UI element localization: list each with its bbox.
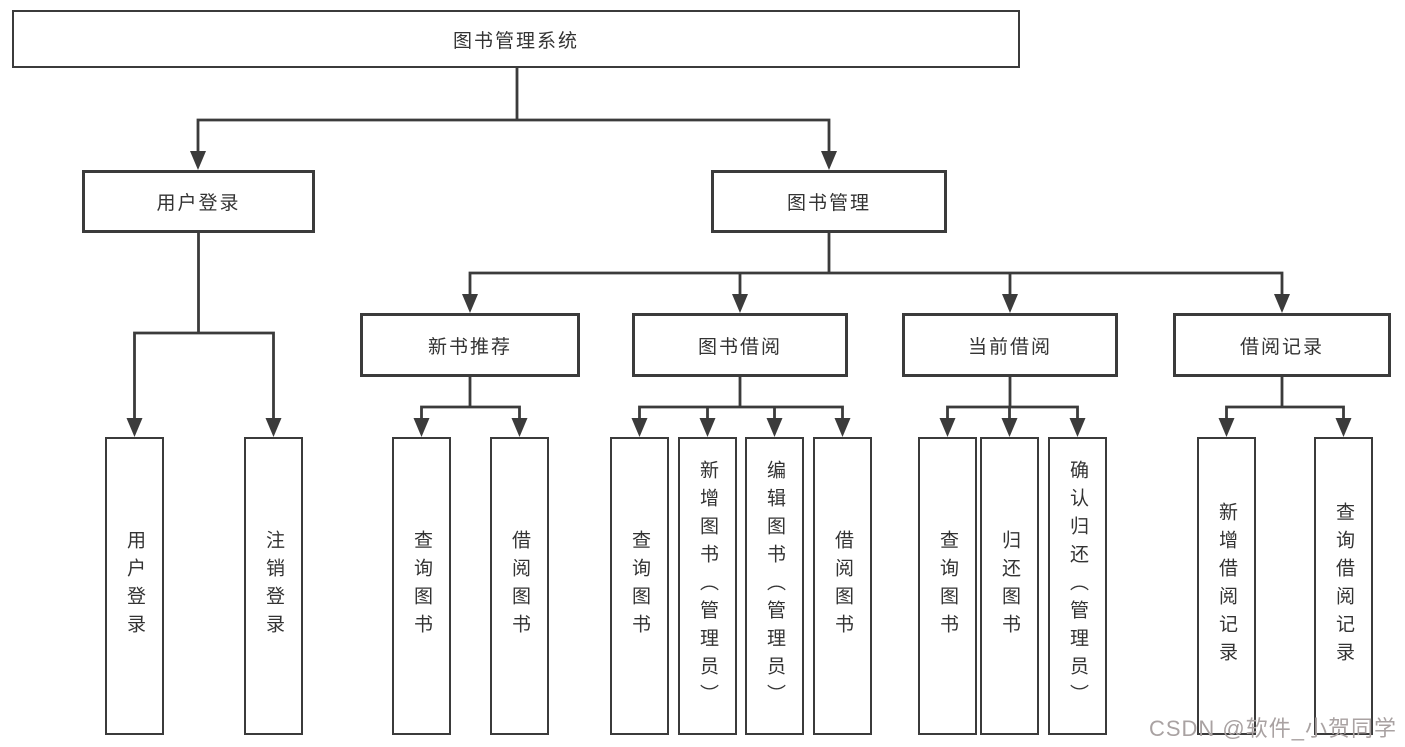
leaf-query-book-borrow: 查询图书 xyxy=(610,437,669,735)
node-label: 查询借阅记录 xyxy=(1333,502,1354,670)
node-label: 新增借阅记录 xyxy=(1216,502,1237,670)
node-book-borrow: 图书借阅 xyxy=(632,313,848,377)
node-label: 新书推荐 xyxy=(427,336,512,358)
leaf-return-book: 归还图书 xyxy=(980,437,1039,735)
node-borrow-record: 借阅记录 xyxy=(1173,313,1391,377)
node-label: 借阅记录 xyxy=(1239,336,1324,358)
leaf-user-login: 用户登录 xyxy=(105,437,164,735)
node-label: 借阅图书 xyxy=(509,530,530,642)
node-label: 确认归还（管理员） xyxy=(1067,460,1088,712)
node-current-borrow: 当前借阅 xyxy=(902,313,1118,377)
node-label: 用户登录 xyxy=(124,530,145,642)
node-label: 图书借阅 xyxy=(697,336,782,358)
node-book-management: 图书管理 xyxy=(711,170,947,233)
leaf-add-book-admin: 新增图书（管理员） xyxy=(678,437,737,735)
node-label: 图书管理系统 xyxy=(452,30,579,52)
node-label: 查询图书 xyxy=(629,530,650,642)
node-label: 用户登录 xyxy=(156,193,241,214)
leaf-query-borrow-record: 查询借阅记录 xyxy=(1314,437,1373,735)
leaf-logout: 注销登录 xyxy=(244,437,303,735)
leaf-borrow-book: 借阅图书 xyxy=(813,437,872,735)
node-label: 借阅图书 xyxy=(832,530,853,642)
node-label: 查询图书 xyxy=(937,530,958,642)
node-label: 查询图书 xyxy=(411,530,432,642)
leaf-query-book-recommend: 查询图书 xyxy=(392,437,451,735)
node-user-login: 用户登录 xyxy=(82,170,315,233)
node-library-system-root: 图书管理系统 xyxy=(12,10,1020,68)
node-label: 归还图书 xyxy=(999,530,1020,642)
node-label: 注销登录 xyxy=(263,530,284,642)
node-label: 图书管理 xyxy=(786,193,871,214)
node-new-book-recommend: 新书推荐 xyxy=(360,313,580,377)
leaf-add-borrow-record: 新增借阅记录 xyxy=(1197,437,1256,735)
node-label: 当前借阅 xyxy=(967,336,1052,358)
leaf-confirm-return-admin: 确认归还（管理员） xyxy=(1048,437,1107,735)
leaf-query-book-current: 查询图书 xyxy=(918,437,977,735)
leaf-borrow-book-recommend: 借阅图书 xyxy=(490,437,549,735)
leaf-edit-book-admin: 编辑图书（管理员） xyxy=(745,437,804,735)
arrowheads xyxy=(126,151,1352,437)
node-label: 新增图书（管理员） xyxy=(697,460,718,712)
node-label: 编辑图书（管理员） xyxy=(764,460,785,712)
csdn-watermark: CSDN @软件_小贺同学 xyxy=(1148,716,1397,741)
